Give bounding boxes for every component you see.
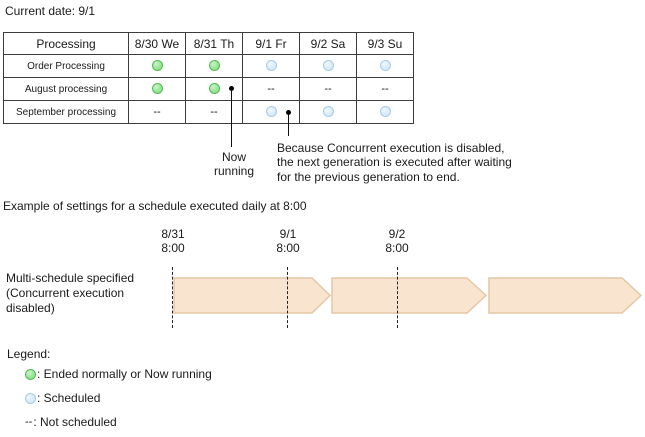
row-label: August processing — [3, 77, 129, 101]
status-symbol: -- — [153, 105, 161, 118]
execution-arrows — [173, 277, 643, 314]
execution-arrow-3 — [488, 277, 643, 314]
status-symbol — [151, 83, 163, 95]
blue-circle-icon — [25, 393, 36, 404]
status-symbol — [322, 60, 334, 72]
current-date-label: Current date: 9/1 — [5, 4, 96, 18]
timeline-row-label: Multi-schedule specified (Concurrent exe… — [6, 271, 135, 315]
legend-title: Legend: — [7, 347, 51, 361]
execution-arrow-2 — [331, 277, 488, 314]
timeline-tick-9-2: 9/2 8:00 — [375, 227, 419, 255]
leader-line-now-running — [231, 91, 232, 147]
table-header-row: Processing 8/30 We 8/31 Th 9/1 Fr 9/2 Sa… — [3, 32, 414, 55]
status-symbol — [265, 60, 277, 72]
status-symbol — [379, 60, 391, 72]
col-header-8-30-we: 8/30 We — [128, 32, 186, 55]
col-header-9-3-su: 9/3 Su — [356, 32, 414, 55]
legend-item-label: : Ended normally or Now running — [37, 367, 212, 381]
legend-item-not-scheduled: -- : Not scheduled — [25, 416, 117, 429]
leader-line-concurrent-note — [288, 115, 289, 136]
table-row-august-processing: August processing -- -- -- — [3, 77, 414, 101]
col-header-9-1-fr: 9/1 Fr — [242, 32, 300, 55]
concurrent-execution-note: Because Concurrent execution is disabled… — [277, 141, 512, 184]
execution-arrow-1 — [173, 277, 332, 314]
tick-time: 8:00 — [276, 241, 300, 255]
col-header-processing: Processing — [3, 32, 129, 55]
schedule-table: Processing 8/30 We 8/31 Th 9/1 Fr 9/2 Sa… — [3, 32, 414, 124]
row-label: Order Processing — [3, 54, 129, 78]
example-title: Example of settings for a schedule execu… — [3, 199, 307, 213]
tick-date: 8/31 — [161, 227, 185, 241]
status-symbol — [208, 83, 220, 95]
legend-item-scheduled: : Scheduled — [25, 392, 100, 405]
dashes-icon: -- — [25, 416, 33, 428]
legend-item-ended-or-running: : Ended normally or Now running — [25, 368, 212, 381]
tick-time: 8:00 — [161, 241, 185, 255]
tick-dashed-line-9-1 — [287, 267, 288, 328]
timeline-tick-9-1: 9/1 8:00 — [266, 227, 310, 255]
row-label: September processing — [3, 100, 129, 124]
status-symbol — [322, 106, 334, 118]
status-symbol: -- — [381, 82, 389, 95]
tick-time: 8:00 — [385, 241, 409, 255]
status-symbol — [379, 106, 391, 118]
callout-dot-now-running — [229, 86, 234, 91]
status-symbol — [265, 106, 277, 118]
col-header-9-2-sa: 9/2 Sa — [299, 32, 357, 55]
status-symbol: -- — [324, 82, 332, 95]
status-symbol: -- — [210, 105, 218, 118]
col-header-8-31-th: 8/31 Th — [185, 32, 243, 55]
timeline-tick-8-31: 8/31 8:00 — [151, 227, 195, 255]
tick-dashed-line-9-2 — [397, 267, 398, 328]
callout-dot-concurrent-note — [286, 110, 291, 115]
tick-date: 9/2 — [388, 227, 406, 241]
green-circle-icon — [25, 369, 36, 380]
table-row-september-processing: September processing -- -- — [3, 100, 414, 124]
status-symbol — [151, 60, 163, 72]
now-running-annotation: Now running — [213, 150, 255, 178]
status-symbol: -- — [267, 82, 275, 95]
tick-dashed-line-8-31 — [172, 267, 173, 328]
table-row-order-processing: Order Processing — [3, 54, 414, 78]
legend-item-label: : Scheduled — [37, 391, 101, 405]
status-symbol — [208, 60, 220, 72]
tick-date: 9/1 — [279, 227, 297, 241]
legend-item-label: : Not scheduled — [33, 415, 117, 429]
